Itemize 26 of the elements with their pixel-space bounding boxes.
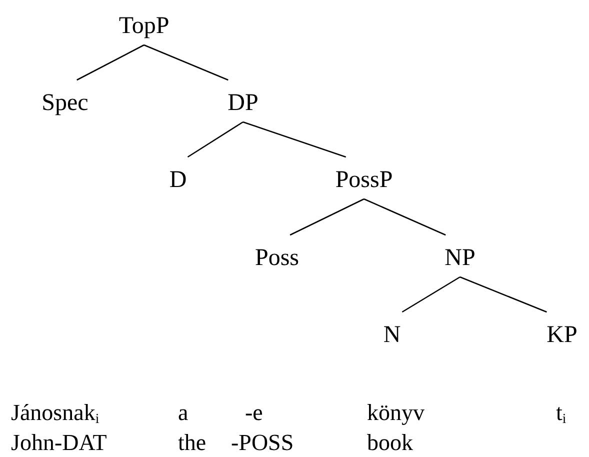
tree-branch [76,44,144,81]
gloss-word: -POSS [231,430,294,456]
gloss-word: John-DAT [11,430,107,456]
hungarian-word: -e [245,400,263,426]
hungarian-word: Jánosnak$_{i}$ [11,400,100,428]
tree-branch [364,198,446,236]
hungarian-word: t$_{i}$ [556,400,566,428]
tree-branch [144,44,228,81]
tree-branch [290,198,364,236]
tree-branch [242,121,346,158]
tree-node-label: KP [540,312,584,354]
tree-node-label: DP [222,80,264,122]
tree-node-label: PossP [329,157,399,199]
tree-branch [460,276,547,313]
tree-node-label: NP [438,235,482,277]
hungarian-word: könyv [367,400,424,426]
tree-node-label: D [163,157,193,199]
gloss-word: book [367,430,413,456]
tree-node-label: Spec [36,80,94,122]
tree-branch [402,276,460,313]
gloss-word: the [178,430,206,456]
tree-node-label: N [377,312,407,354]
hungarian-word: a [178,400,188,426]
tree-branch [187,121,244,158]
tree-node-label: TopP [112,3,176,45]
tree-node-label: Poss [248,235,306,277]
